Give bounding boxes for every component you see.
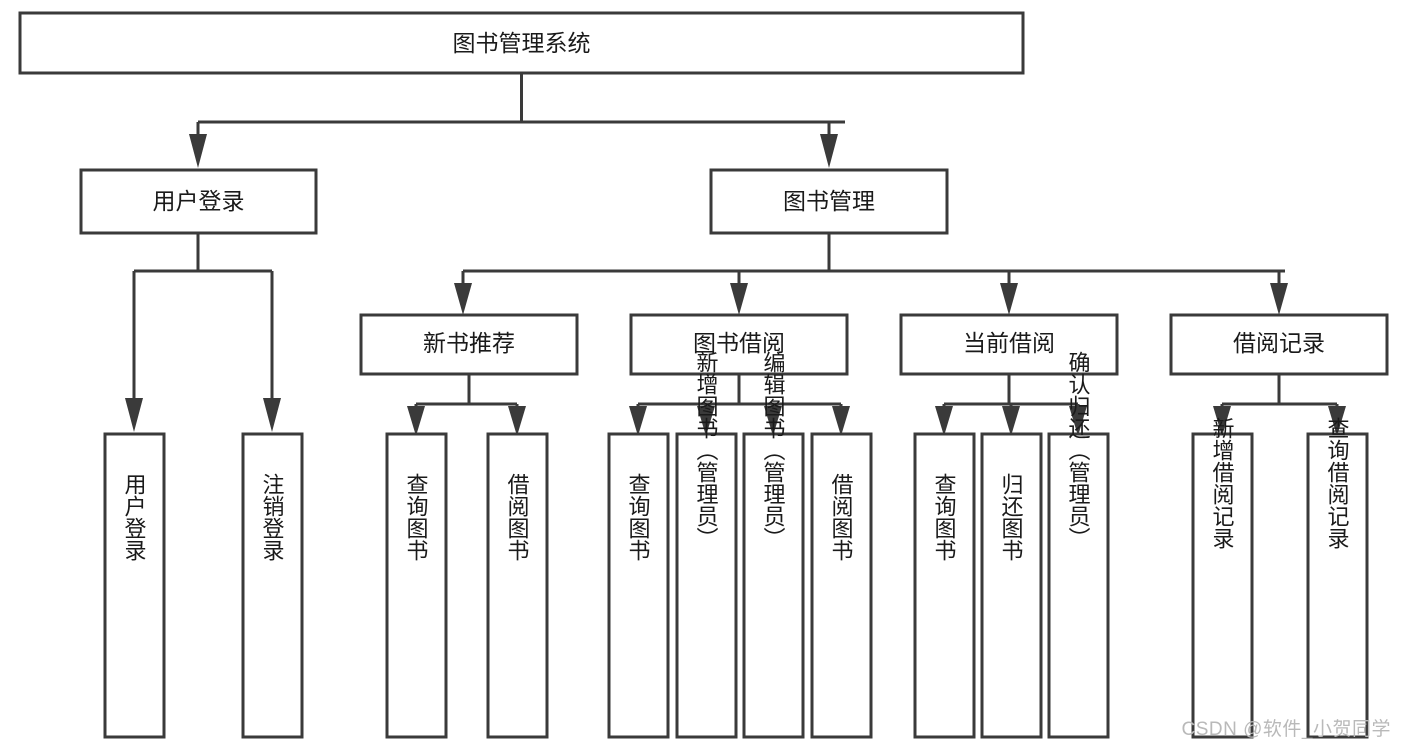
node-leaf-add-record-label: 新增借阅记录: [1210, 417, 1235, 549]
node-leaf-add-book-label: 新增图书（管理员）: [694, 351, 719, 549]
node-book-manage-label: 图书管理: [783, 188, 875, 214]
node-leaf-add-book[interactable]: 新增图书（管理员）: [675, 351, 738, 739]
arrowhead-leaf-logout: [263, 398, 281, 432]
arrowhead-leaf-edit-book: [764, 406, 782, 436]
node-leaf-edit-book-box[interactable]: [742, 432, 805, 739]
arrowhead-borrow-record: [1270, 283, 1288, 315]
node-user-login-label: 用户登录: [153, 188, 245, 214]
node-leaf-confirm-return-box[interactable]: [1047, 432, 1110, 739]
node-new-book-rec-label: 新书推荐: [423, 330, 515, 356]
node-leaf-confirm-return-label: 确认归还（管理员）: [1066, 351, 1091, 549]
arrowhead-leaf-query-book-1: [407, 406, 425, 436]
node-book-manage[interactable]: 图书管理: [709, 168, 949, 235]
node-leaf-logout[interactable]: 注销登录: [241, 432, 304, 739]
node-leaf-logout-box[interactable]: [241, 432, 304, 739]
arrowhead-leaf-return-book: [1002, 406, 1020, 436]
arrowhead-book-manage: [820, 134, 838, 168]
arrowhead-leaf-query-book-3: [935, 406, 953, 436]
node-leaf-borrow-book-2-label: 借阅图书: [829, 473, 854, 561]
node-book-borrow-box[interactable]: [629, 313, 849, 376]
arrowhead-user-login: [189, 134, 207, 168]
arrowhead-leaf-query-record: [1328, 406, 1346, 436]
node-book-borrow-label: 图书借阅: [693, 330, 785, 356]
connector-group-root-to-level2: [189, 73, 845, 168]
node-leaf-return-book-label: 归还图书: [999, 473, 1024, 561]
connector-group-borrow-record-to-leaves: [1213, 374, 1346, 436]
arrowhead-leaf-confirm-return: [1069, 406, 1087, 436]
arrowhead-leaf-user-login: [125, 398, 143, 432]
node-leaf-add-record[interactable]: 新增借阅记录: [1191, 417, 1254, 739]
node-leaf-confirm-return[interactable]: 确认归还（管理员）: [1047, 351, 1110, 739]
node-current-borrow-box[interactable]: [899, 313, 1119, 376]
connector-group-book-manage-to-level3: [454, 233, 1288, 315]
node-current-borrow-label: 当前借阅: [963, 330, 1055, 356]
node-root-box[interactable]: [18, 11, 1025, 75]
node-leaf-query-record[interactable]: 查询借阅记录: [1306, 417, 1369, 739]
arrowhead-new-book-rec: [454, 283, 472, 315]
arrowhead-leaf-borrow-book-2: [832, 406, 850, 436]
node-leaf-edit-book-label: 编辑图书（管理员）: [761, 351, 786, 549]
connector-group-user-login-to-leaves: [125, 233, 281, 432]
node-borrow-record-box[interactable]: [1169, 313, 1389, 376]
node-leaf-query-book-3[interactable]: 查询图书: [913, 432, 976, 739]
node-leaf-edit-book[interactable]: 编辑图书（管理员）: [742, 351, 805, 739]
node-new-book-rec[interactable]: 新书推荐: [359, 313, 579, 376]
node-leaf-query-book-2-box[interactable]: [607, 432, 670, 739]
node-borrow-record-label: 借阅记录: [1233, 330, 1325, 356]
node-leaf-borrow-book-2-box[interactable]: [810, 432, 873, 739]
node-leaf-query-book-2[interactable]: 查询图书: [607, 432, 670, 739]
node-leaf-add-book-box[interactable]: [675, 432, 738, 739]
node-leaf-query-book-3-label: 查询图书: [932, 473, 957, 561]
arrowhead-current-borrow: [1000, 283, 1018, 315]
arrowhead-leaf-add-book: [697, 406, 715, 436]
node-leaf-borrow-book-1-label: 借阅图书: [505, 473, 530, 561]
arrowhead-leaf-borrow-book-1: [508, 406, 526, 436]
node-leaf-query-book-1-label: 查询图书: [404, 473, 429, 561]
node-user-login-box[interactable]: [79, 168, 318, 235]
connector-group-current-borrow-to-leaves: [935, 374, 1087, 436]
node-leaf-add-record-box[interactable]: [1191, 432, 1254, 739]
node-current-borrow[interactable]: 当前借阅: [899, 313, 1119, 376]
connector-group-book-borrow-to-leaves: [629, 374, 850, 436]
node-leaf-query-book-2-label: 查询图书: [626, 473, 651, 561]
node-leaf-return-book[interactable]: 归还图书: [980, 432, 1043, 739]
node-book-manage-box[interactable]: [709, 168, 949, 235]
node-leaf-query-book-1-box[interactable]: [385, 432, 448, 739]
node-borrow-record[interactable]: 借阅记录: [1169, 313, 1389, 376]
node-leaf-query-book-3-box[interactable]: [913, 432, 976, 739]
arrowhead-book-borrow: [730, 283, 748, 315]
node-leaf-query-record-label: 查询借阅记录: [1325, 417, 1350, 549]
node-leaf-borrow-book-1-box[interactable]: [486, 432, 549, 739]
node-user-login[interactable]: 用户登录: [79, 168, 318, 235]
node-root-label: 图书管理系统: [453, 30, 591, 56]
node-book-borrow[interactable]: 图书借阅: [629, 313, 849, 376]
node-leaf-logout-label: 注销登录: [260, 473, 285, 561]
connector-group-new-book-rec-to-leaves: [407, 374, 526, 436]
node-leaf-user-login-box[interactable]: [103, 432, 166, 739]
arrowhead-leaf-add-record: [1213, 406, 1231, 436]
node-new-book-rec-box[interactable]: [359, 313, 579, 376]
node-leaf-borrow-book-1[interactable]: 借阅图书: [486, 432, 549, 739]
node-leaf-user-login[interactable]: 用户登录: [103, 432, 166, 739]
node-leaf-query-record-box[interactable]: [1306, 432, 1369, 739]
node-root[interactable]: 图书管理系统: [18, 11, 1025, 75]
node-leaf-return-book-box[interactable]: [980, 432, 1043, 739]
arrowhead-leaf-query-book-2: [629, 406, 647, 436]
node-leaf-query-book-1[interactable]: 查询图书: [385, 432, 448, 739]
node-leaf-borrow-book-2[interactable]: 借阅图书: [810, 432, 873, 739]
node-leaf-user-login-label: 用户登录: [122, 473, 147, 561]
